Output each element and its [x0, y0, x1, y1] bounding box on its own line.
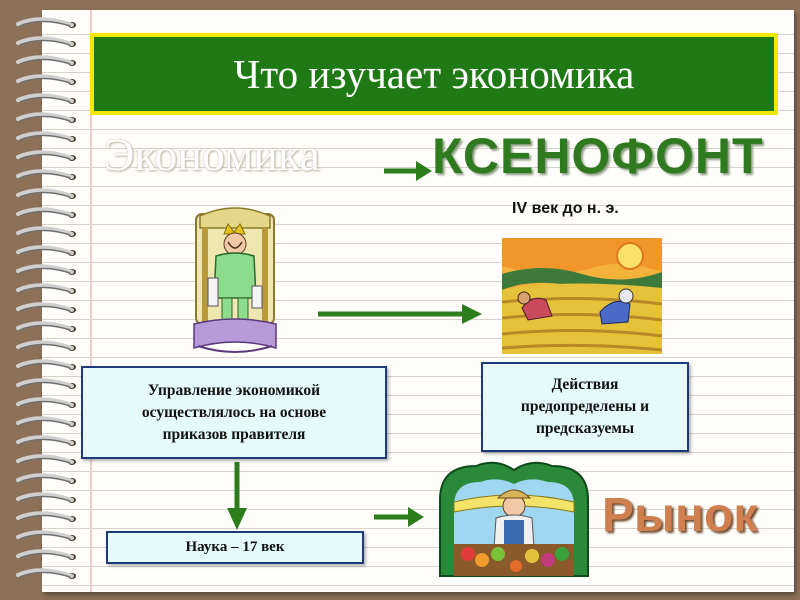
binding-ring [16, 416, 74, 426]
binding-ring-shade [19, 58, 71, 65]
binding-ring-shade [19, 495, 71, 502]
xenophon-word: КСЕНОФОНТ [432, 128, 764, 184]
binding-ring [16, 454, 74, 464]
binding-ring [16, 473, 74, 483]
binding-ring [16, 245, 74, 255]
binding-ring [16, 340, 74, 350]
binding-ring-shade [19, 96, 71, 103]
binding-ring-shade [19, 381, 71, 388]
binding-ring [16, 93, 74, 103]
binding-ring-shade [19, 457, 71, 464]
arrow-right-icon [384, 161, 432, 181]
binding-ring-shade [19, 77, 71, 84]
field-workers-illustration [502, 238, 662, 354]
box-bottom-label: Наука – 17 век [185, 538, 285, 555]
margin-line [90, 10, 92, 592]
binding-ring [16, 511, 74, 521]
binding-ring-shade [19, 324, 71, 331]
box-left-line: Управление экономикой [147, 381, 321, 399]
binding-ring-shade [19, 286, 71, 293]
binding-ring [16, 150, 74, 160]
binding-ring-shade [19, 343, 71, 350]
market-vendor-illustration [439, 461, 589, 577]
binding-ring [16, 568, 74, 578]
binding-ring-shade [19, 438, 71, 445]
arrow-right-icon [318, 304, 482, 324]
box-right-line: предопределены и [520, 398, 650, 415]
binding-ring-shade [19, 229, 71, 236]
binding-ring [16, 530, 74, 540]
binding-ring-shade [19, 191, 71, 198]
binding-ring-shade [19, 419, 71, 426]
box-left-line: приказов правителя [162, 425, 306, 443]
market-word: Рынок [602, 489, 758, 542]
arrow-down-icon [227, 462, 247, 530]
binding-ring [16, 207, 74, 217]
binding-ring-shade [19, 153, 71, 160]
binding-ring-shade [19, 552, 71, 559]
binding-ring [16, 549, 74, 559]
binding-ring [16, 169, 74, 179]
binding-ring-shade [19, 305, 71, 312]
title-banner: Что изучает экономика [90, 33, 778, 115]
binding-ring [16, 435, 74, 445]
binding-ring [16, 74, 74, 84]
binding-ring [16, 131, 74, 141]
box-left-line: осуществлялось на основе [141, 403, 327, 421]
binding-ring-shade [19, 115, 71, 122]
science-17th-century-box: Наука – 17 век [106, 531, 364, 564]
binding-ring-shade [19, 134, 71, 141]
box-right-line: Действия [551, 376, 619, 393]
binding-ring-shade [19, 571, 71, 578]
binding-ring [16, 188, 74, 198]
binding-ring-shade [19, 172, 71, 179]
binding-ring-shade [19, 20, 71, 27]
arrow-right-icon [374, 507, 424, 527]
box-right-line: предсказуемы [535, 420, 635, 437]
economy-word: Экономика [104, 129, 320, 180]
page-title: Что изучает экономика [233, 51, 635, 97]
binding-ring-shade [19, 210, 71, 217]
binding-ring [16, 112, 74, 122]
ruler-command-box: Управление экономикой осуществлялось на … [81, 366, 387, 459]
binding-ring [16, 264, 74, 274]
binding-ring [16, 492, 74, 502]
binding-ring [16, 17, 74, 27]
century-label: IV век до н. э. [512, 200, 619, 217]
binding-ring-shade [19, 514, 71, 521]
binding-ring [16, 321, 74, 331]
binding-ring [16, 36, 74, 46]
binding-ring-shade [19, 400, 71, 407]
binding-ring [16, 226, 74, 236]
binding-ring-shade [19, 362, 71, 369]
binding-ring-shade [19, 248, 71, 255]
binding-ring-shade [19, 39, 71, 46]
binding-ring [16, 397, 74, 407]
binding-ring [16, 283, 74, 293]
binding-ring [16, 378, 74, 388]
binding-ring [16, 55, 74, 65]
binding-ring [16, 359, 74, 369]
binding-ring [16, 302, 74, 312]
predetermined-actions-box: Действия предопределены и предсказуемы [481, 362, 689, 452]
ruler-illustration [193, 207, 277, 353]
spiral-binding [16, 17, 76, 579]
binding-ring-shade [19, 267, 71, 274]
binding-ring-shade [19, 533, 71, 540]
binding-ring-shade [19, 476, 71, 483]
